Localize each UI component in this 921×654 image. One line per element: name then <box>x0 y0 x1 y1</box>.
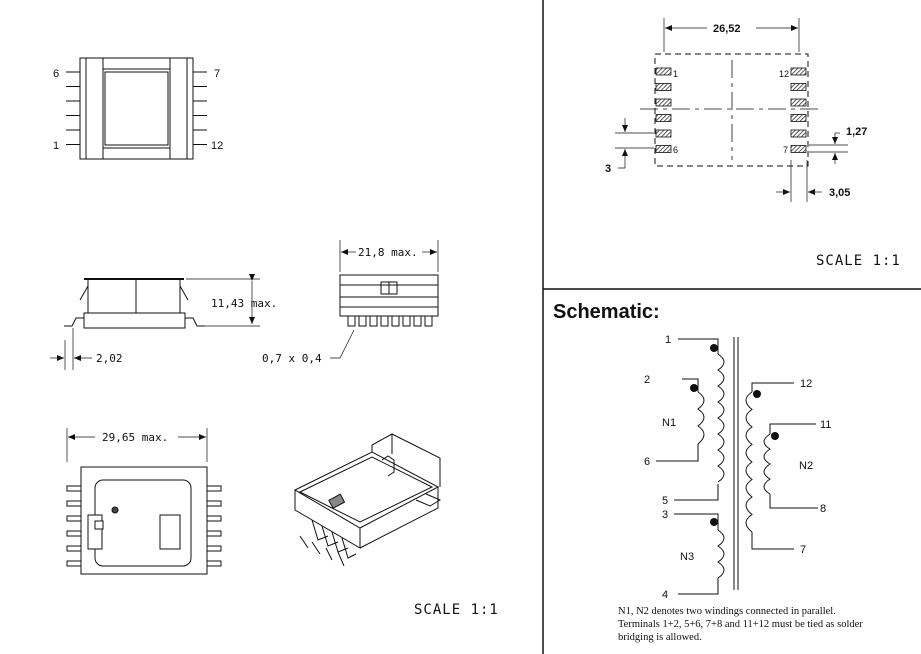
land-pad <box>790 83 807 91</box>
bottom-view-pin <box>66 545 82 552</box>
end-view-pin <box>358 315 367 327</box>
land-pad <box>790 67 807 76</box>
land-pad <box>655 67 672 76</box>
isometric-view <box>293 433 442 567</box>
standoff-label: 2,02 <box>96 352 123 365</box>
land-pad <box>655 145 672 153</box>
polarity-dots <box>690 344 779 526</box>
bottom-view-pin <box>206 560 222 567</box>
bottom-view-pin <box>206 545 222 552</box>
bottom-view-pin <box>66 560 82 567</box>
land-pad <box>790 145 807 153</box>
schematic-pin-label: 6 <box>644 456 650 468</box>
land-width-label: 26,52 <box>713 23 741 35</box>
land-pad <box>655 114 672 122</box>
scale-label-right: SCALE 1:1 <box>816 253 901 269</box>
land-pad <box>790 129 807 138</box>
schematic-pin-label: 1 <box>665 334 671 346</box>
width-max-label: 21,8 max. <box>358 246 418 259</box>
land-pad <box>655 98 672 107</box>
pad-label-12: 12 <box>779 69 789 79</box>
height-max-label: 11,43 max. <box>211 297 277 310</box>
pad-label-6: 6 <box>673 145 678 155</box>
end-view-pin <box>424 315 433 327</box>
pin-label-6: 6 <box>53 68 59 80</box>
side-view <box>50 274 260 370</box>
bottom-view-pin <box>66 500 82 507</box>
end-view-pin <box>413 315 422 327</box>
length-max-label: 29,65 max. <box>102 431 168 444</box>
bottom-view <box>66 428 222 575</box>
land-gap-label: 3 <box>605 163 611 175</box>
schematic-pin-label: 3 <box>662 509 668 521</box>
schematic-pin-label: 4 <box>662 589 668 601</box>
winding-n1: N1 <box>662 417 676 429</box>
schematic-note-line-3: bridging is allowed. <box>618 632 702 643</box>
bottom-view-pin <box>66 530 82 537</box>
land-pitch-label: 1,27 <box>846 126 867 138</box>
schematic-pin-label: 8 <box>820 503 826 515</box>
pin-size-label: 0,7 x 0,4 <box>262 352 322 365</box>
end-view-pin <box>402 315 411 327</box>
end-view <box>330 240 439 359</box>
land-pattern <box>615 18 848 202</box>
top-view <box>66 57 207 160</box>
bottom-view-pin <box>206 500 222 507</box>
end-view-pin <box>369 315 378 327</box>
winding-n2: N2 <box>799 460 813 472</box>
schematic-pin-label: 7 <box>800 544 806 556</box>
bottom-view-pin <box>206 485 222 492</box>
schematic-note-line-1: N1, N2 denotes two windings connected in… <box>618 606 836 617</box>
schematic-pin-label: 11 <box>820 419 831 431</box>
end-view-pin <box>391 315 400 327</box>
pin-label-7: 7 <box>214 68 220 80</box>
pad-label-7: 7 <box>783 145 788 155</box>
land-pad-width-label: 3,05 <box>829 187 850 199</box>
schematic-note-line-2: Terminals 1+2, 5+6, 7+8 and 11+12 must b… <box>618 619 863 630</box>
scale-label-left: SCALE 1:1 <box>414 602 499 618</box>
land-pad <box>655 129 672 138</box>
schematic-title: Schematic: <box>553 301 660 323</box>
schematic-pin-label: 2 <box>644 374 650 386</box>
pad-label-1: 1 <box>673 69 678 79</box>
bottom-view-pin <box>206 530 222 537</box>
bottom-view-pin <box>66 515 82 522</box>
pin-label-12: 12 <box>211 140 223 152</box>
end-view-pin <box>380 315 389 327</box>
land-pad <box>790 114 807 122</box>
end-view-pin <box>347 315 356 327</box>
winding-n3: N3 <box>680 551 694 563</box>
schematic-diagram <box>656 337 818 595</box>
bottom-view-pin <box>66 485 82 492</box>
pin-label-1: 1 <box>53 140 59 152</box>
schematic-pin-label: 5 <box>662 495 668 507</box>
land-pad <box>790 98 807 107</box>
schematic-pin-label: 12 <box>800 378 812 390</box>
bottom-view-pin <box>206 515 222 522</box>
land-pad <box>655 83 672 91</box>
